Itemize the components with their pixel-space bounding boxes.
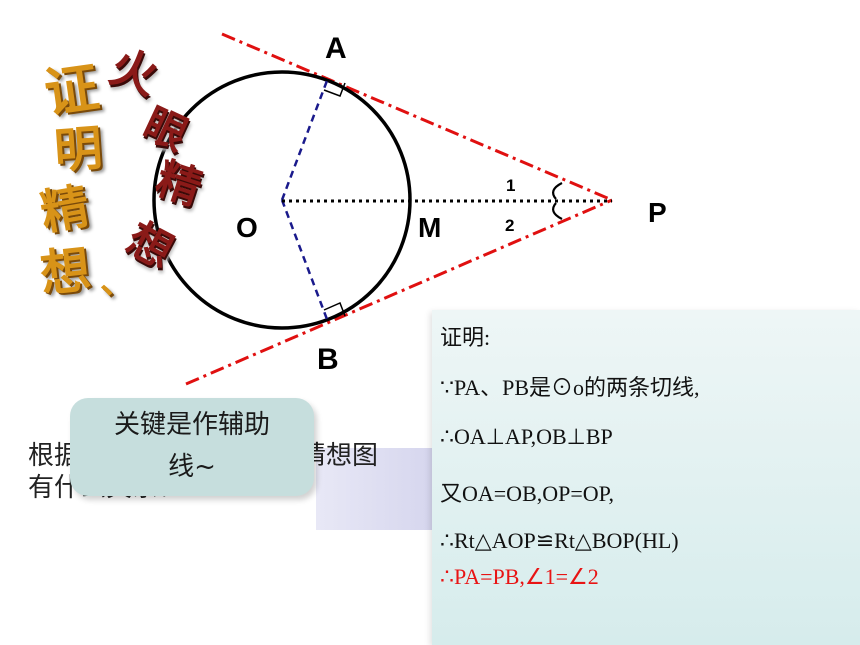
wordart-char-xiang: 想 (37, 239, 94, 304)
label-p: P (648, 197, 667, 228)
proof-line-5: ∴PA=PB,∠1=∠2 (440, 564, 599, 589)
radius-oa (280, 77, 330, 201)
angle-arc-1 (552, 182, 563, 200)
proof-line-2: ∴OA⊥AP,OB⊥BP (440, 424, 613, 449)
hint-line1: 关键是作辅助 (113, 410, 270, 440)
label-angle-1: 1 (506, 176, 515, 195)
proof-panel: 证明: ∵PA、PB是⊙o的两条切线, ∴OA⊥AP,OB⊥BP 又OA=OB,… (432, 310, 860, 645)
label-o: O (236, 212, 258, 243)
angle-arc-2 (552, 202, 563, 220)
right-angle-mark-b (323, 301, 346, 317)
tangent-line-pb (185, 198, 613, 386)
label-m: M (418, 212, 441, 243)
hint-line2: 线~ (168, 452, 216, 482)
question-highlight (316, 448, 432, 530)
hint-callout: 关键是作辅助 线~ (70, 398, 314, 496)
label-angle-2: 2 (505, 216, 514, 235)
label-a: A (325, 32, 347, 65)
radius-ob (280, 199, 330, 323)
tangent-line-pa (221, 32, 613, 202)
right-angle-mark-a (323, 82, 346, 97)
proof-line-1: ∵PA、PB是⊙o的两条切线, (440, 375, 700, 400)
proof-heading: 证明: (440, 325, 491, 350)
proof-line-3: 又OA=OB,OP=OP, (440, 481, 614, 506)
label-b: B (317, 343, 339, 376)
wordart-char-comma: 、 (100, 262, 134, 302)
proof-line-4: ∴Rt△AOP≌Rt△BOP(HL) (440, 528, 679, 553)
